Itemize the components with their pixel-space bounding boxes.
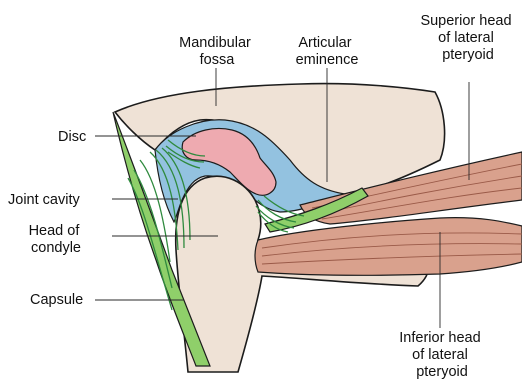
label-disc: Disc	[58, 129, 86, 145]
label-superior-head: Superior head of lateral pteryoid	[420, 13, 515, 63]
label-joint-cavity: Joint cavity	[8, 192, 80, 208]
label-head-of-condyle: Head of condyle	[29, 223, 84, 256]
label-mandibular-fossa: Mandibular fossa	[179, 35, 255, 68]
label-capsule: Capsule	[30, 292, 83, 308]
label-articular-eminence: Articular eminence	[296, 35, 359, 68]
label-inferior-head: Inferior head of lateral pteryoid	[399, 330, 484, 380]
